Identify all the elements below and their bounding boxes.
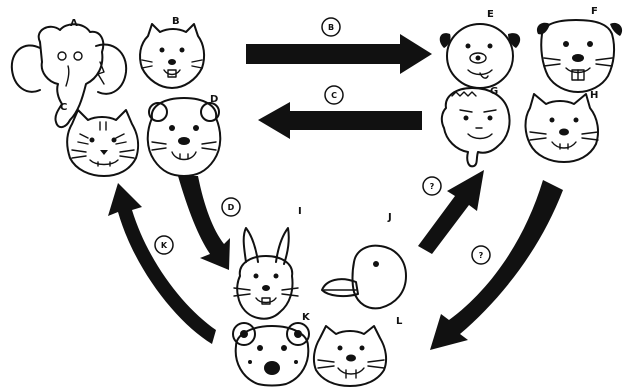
face-label-k: K (302, 312, 311, 323)
face-e-dog (439, 23, 521, 89)
face-b-hamster (139, 23, 206, 89)
face-f-beaver (536, 19, 623, 93)
face-label-b: B (172, 16, 180, 27)
face-k-mouse (232, 322, 310, 387)
arrow-right-up (418, 170, 484, 254)
face-label-h: H (590, 90, 598, 101)
arrow-mark-left-up: K (154, 235, 174, 255)
svg-text:?: ? (479, 251, 484, 260)
svg-text:C: C (331, 91, 337, 100)
arrow-left-down (178, 176, 230, 270)
arrow-mark-top-left: C (324, 85, 344, 105)
face-l-walrus (312, 325, 388, 387)
face-label-f: F (591, 6, 598, 17)
svg-text:K: K (161, 241, 168, 250)
face-h-cat (524, 93, 599, 163)
arrow-mark-right-up: ? (422, 176, 442, 196)
face-label-i: I (298, 206, 302, 217)
face-c-tiger (66, 109, 140, 177)
face-label-j: J (387, 212, 392, 223)
face-label-g: G (490, 86, 498, 97)
face-label-l: L (396, 316, 403, 327)
arrow-top-left (258, 102, 422, 139)
arrow-right-down (430, 180, 563, 350)
svg-text:B: B (328, 23, 334, 32)
face-i-rabbit (233, 227, 299, 320)
face-j-duck (321, 244, 407, 310)
face-a-elephant (10, 23, 128, 128)
svg-text:D: D (228, 203, 235, 212)
face-label-a: A (70, 18, 78, 29)
face-label-e: E (487, 9, 494, 20)
arrow-mark-top-right: B (321, 17, 341, 37)
face-label-c: C (60, 102, 67, 113)
face-label-d: D (210, 94, 218, 105)
face-d-bear (146, 97, 222, 177)
arrow-mark-left-down: D (221, 197, 241, 217)
arrow-top-right (246, 34, 432, 74)
face-g-turtle (440, 87, 511, 168)
svg-text:?: ? (430, 182, 435, 191)
arrow-left-up (108, 183, 216, 344)
arrow-mark-right-down: ? (471, 245, 491, 265)
